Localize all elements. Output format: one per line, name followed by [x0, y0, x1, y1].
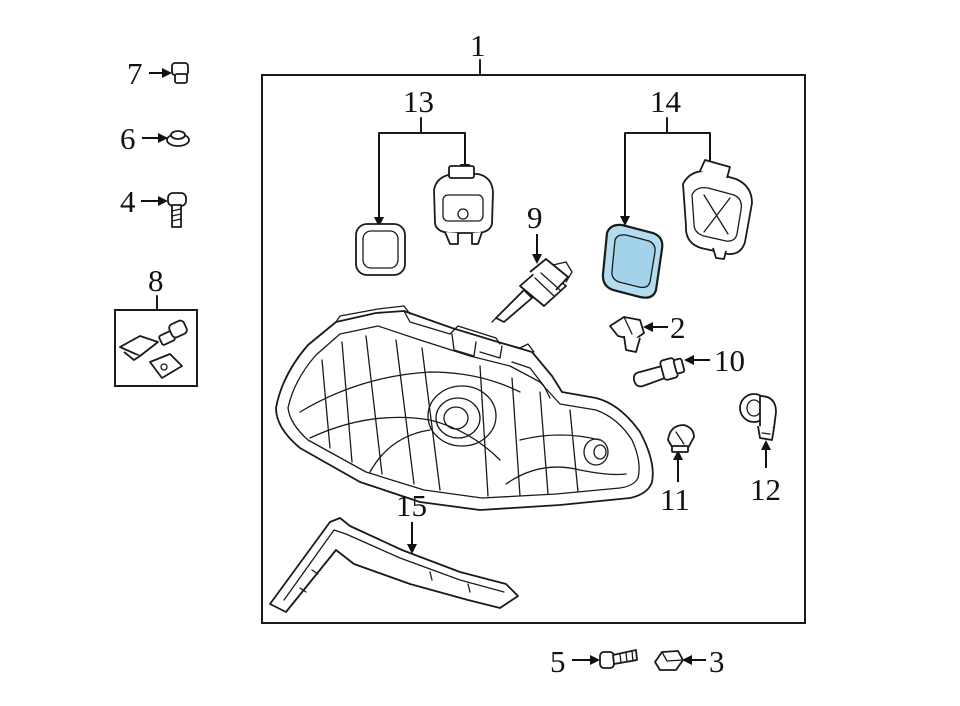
callout-6: 6	[120, 121, 136, 156]
screw-7-icon	[171, 62, 189, 84]
wedge-bulb-11-icon	[667, 424, 695, 453]
callout-1: 1	[470, 28, 486, 63]
dust-cap-13-icon	[355, 223, 406, 276]
callout-12: 12	[750, 472, 781, 507]
callout-9: 9	[527, 200, 543, 235]
clip-and-bolt-kit-icon	[119, 319, 188, 379]
highlighted-dust-cap-14-icon	[601, 223, 664, 299]
bulb-socket-12-icon	[739, 393, 777, 441]
trim-strip-15-icon	[269, 517, 519, 613]
headlamp-cover-13-icon	[433, 165, 494, 245]
callout-11: 11	[660, 482, 690, 517]
callout-8: 8	[148, 263, 164, 298]
callout-15: 15	[396, 488, 427, 523]
headlamp-cover-14-icon	[682, 159, 753, 260]
callout-3: 3	[709, 644, 725, 679]
callout-14: 14	[650, 84, 682, 119]
callout-10: 10	[714, 343, 745, 378]
screw-5-icon	[599, 649, 638, 669]
callout-13: 13	[403, 84, 434, 119]
side-marker-bulb-10-icon	[632, 357, 686, 388]
headlamp-bulb-9-icon	[491, 258, 573, 323]
headlamp-assembly-icon	[275, 305, 654, 511]
grommet-6-icon	[166, 130, 190, 147]
callout-2: 2	[670, 310, 686, 345]
callout-5: 5	[550, 644, 566, 679]
callout-4: 4	[120, 184, 136, 219]
bolt-4-icon	[167, 192, 187, 228]
bulb-socket-2-icon	[609, 316, 645, 353]
assembly-frame	[261, 74, 806, 624]
callout-7: 7	[127, 56, 143, 91]
nut-3-icon	[654, 650, 684, 671]
